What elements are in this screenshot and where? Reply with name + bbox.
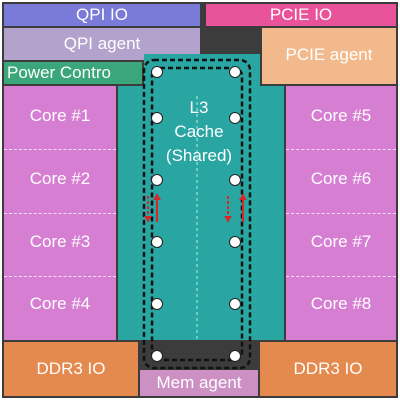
core-6-label: Core #6 — [310, 169, 372, 188]
ring-stop-dot — [151, 350, 163, 362]
pcie-io-label: PCIE IO — [269, 5, 333, 24]
core-column-left: Core #1 Core #2 Core #3 Core #4 — [4, 86, 116, 340]
core-column-right: Core #5 Core #6 Core #7 Core #8 — [286, 86, 396, 340]
ring-stop-dot — [151, 298, 163, 310]
ring-stop-dot — [229, 112, 241, 124]
core-divider — [286, 149, 396, 150]
ddr3-io-right-label: DDR3 IO — [293, 359, 363, 378]
core-2-label: Core #2 — [29, 169, 91, 188]
core-divider — [286, 213, 396, 214]
l3-cache-label: L3 Cache (Shared) — [166, 98, 232, 165]
ring-stop-dot — [229, 298, 241, 310]
mem-agent-label: Mem agent — [156, 373, 242, 392]
core-7-label: Core #7 — [310, 232, 372, 251]
ring-stops — [151, 66, 241, 362]
core-divider — [4, 149, 116, 150]
core-3-label: Core #3 — [29, 232, 91, 251]
ring-direction-arrows — [144, 194, 247, 222]
ring-stop-dot — [229, 350, 241, 362]
core-1-label: Core #1 — [29, 106, 91, 125]
ring-stop-dot — [151, 66, 163, 78]
ddr3-io-left-label: DDR3 IO — [36, 359, 106, 378]
pcie-agent-block: PCIE agent — [262, 28, 396, 84]
ddr3-io-right-block: DDR3 IO — [260, 342, 396, 396]
ring-stop-dot — [229, 236, 241, 248]
ring-arrow-up — [153, 194, 161, 222]
pcie-agent-label: PCIE agent — [285, 45, 373, 64]
l3-label-line-2: Cache — [174, 122, 223, 141]
power-control-label: Power Contro — [7, 63, 111, 82]
qpi-io-block: QPI IO — [4, 4, 200, 26]
ring-stop-dot — [151, 174, 163, 186]
pcie-io-block: PCIE IO — [206, 4, 396, 26]
qpi-io-label: QPI IO — [76, 5, 128, 24]
core-8-label: Core #8 — [310, 294, 372, 313]
core-4-label: Core #4 — [29, 294, 91, 313]
ring-arrow-up — [239, 194, 247, 222]
core-divider — [286, 276, 396, 277]
ring-arrow-down — [224, 196, 232, 222]
core-divider — [4, 213, 116, 214]
core-5-label: Core #5 — [310, 106, 372, 125]
l3-cache-block — [118, 86, 284, 340]
ring-arrow-down — [144, 196, 152, 222]
l3-label-line-1: L3 — [190, 98, 209, 117]
power-control-block: Power Contro — [4, 62, 142, 84]
ring-stop-dot — [151, 236, 163, 248]
core-divider — [4, 276, 116, 277]
qpi-agent-label: QPI agent — [63, 34, 141, 53]
mem-agent-block: Mem agent — [140, 370, 258, 396]
ring-stop-dot — [151, 112, 163, 124]
ring-outer-loop — [142, 58, 252, 370]
l3-label-line-3: (Shared) — [166, 146, 232, 165]
ring-stop-dot — [229, 66, 241, 78]
ddr3-io-left-block: DDR3 IO — [4, 342, 138, 396]
ring-stop-dot — [229, 174, 241, 186]
